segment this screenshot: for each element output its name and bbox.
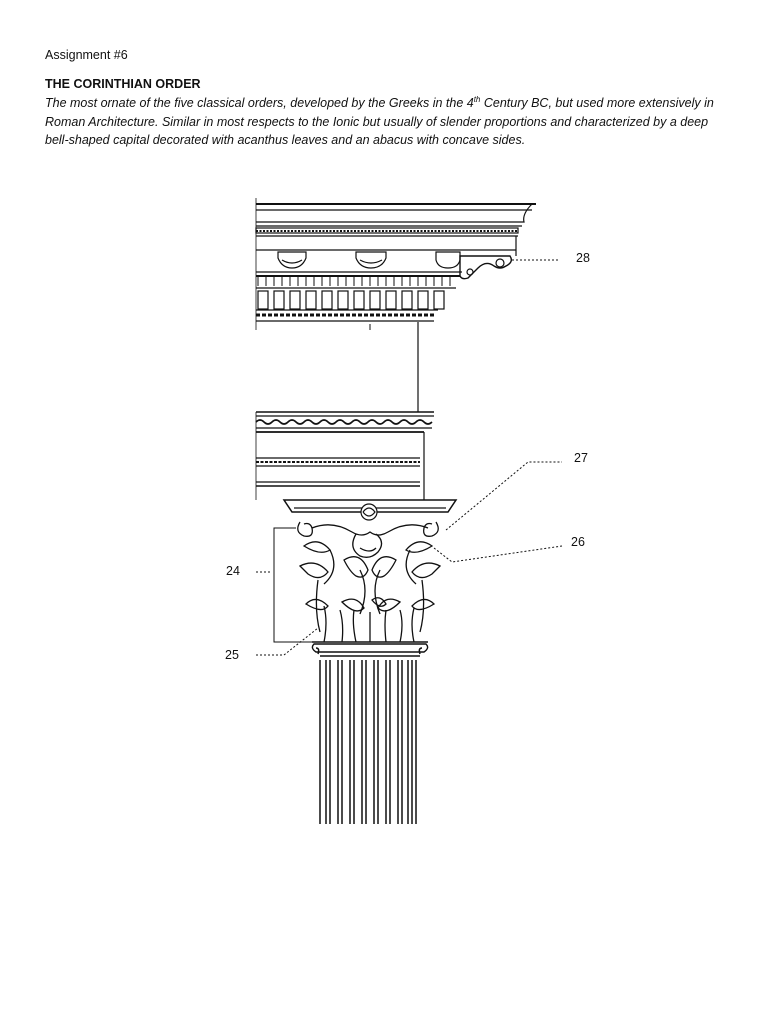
leader-lines bbox=[256, 259, 563, 656]
abacus bbox=[282, 499, 458, 521]
label-27: 27 bbox=[574, 451, 588, 465]
label-28: 28 bbox=[576, 251, 590, 265]
label-26: 26 bbox=[571, 535, 585, 549]
description-superscript: th bbox=[473, 94, 481, 104]
description-text-2: Century BC, but used more extensively in… bbox=[45, 96, 714, 147]
assignment-label: Assignment #6 bbox=[45, 48, 128, 62]
capital-bracket bbox=[273, 527, 318, 643]
architrave bbox=[255, 411, 434, 500]
capital bbox=[297, 521, 442, 653]
description-text-1: The most ornate of the five classical or… bbox=[45, 96, 474, 110]
column-shaft bbox=[315, 647, 423, 824]
label-25: 25 bbox=[225, 648, 239, 662]
modillions bbox=[256, 251, 513, 280]
page-title: THE CORINTHIAN ORDER bbox=[45, 77, 201, 91]
description-paragraph: The most ornate of the five classical or… bbox=[45, 94, 735, 150]
cornice bbox=[255, 203, 536, 256]
dentil-course bbox=[256, 275, 460, 330]
label-24: 24 bbox=[226, 564, 240, 578]
